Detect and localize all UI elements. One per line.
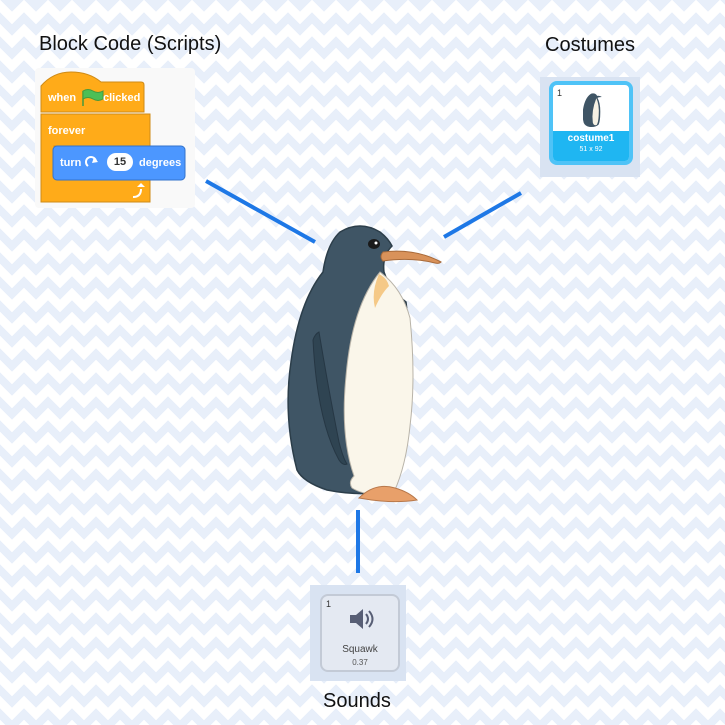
penguin-feet bbox=[357, 485, 419, 503]
sound-duration: 0.37 bbox=[352, 658, 368, 667]
forever-text: forever bbox=[48, 125, 86, 137]
degrees-text: degrees bbox=[139, 157, 182, 169]
penguin-sprite[interactable] bbox=[285, 222, 450, 507]
costume-size: 51 x 92 bbox=[579, 146, 603, 153]
connector-to-costumes bbox=[443, 191, 522, 239]
green-flag-icon bbox=[82, 89, 104, 106]
hat-when-text: when bbox=[48, 92, 77, 104]
penguin-beak bbox=[380, 250, 442, 264]
penguin-eye bbox=[368, 239, 380, 249]
turn-degrees-input[interactable]: 15 bbox=[107, 153, 133, 171]
sound-name: Squawk bbox=[342, 644, 378, 655]
costumes-label: Costumes bbox=[545, 34, 636, 56]
hat-clicked-text: clicked bbox=[103, 92, 141, 104]
connector-to-scripts bbox=[205, 179, 316, 244]
costume-name: costume1 bbox=[567, 133, 615, 144]
rotate-right-icon bbox=[85, 156, 98, 167]
turn-text: turn bbox=[60, 157, 82, 169]
penguin-flipper bbox=[312, 331, 348, 465]
costume-thumbnail bbox=[583, 93, 602, 128]
costume-index: 1 bbox=[557, 88, 563, 98]
loop-arrow-icon bbox=[132, 183, 145, 198]
sound-index: 1 bbox=[326, 599, 332, 609]
speaker-icon bbox=[350, 609, 374, 629]
sounds-label: Sounds bbox=[323, 690, 391, 712]
block-code-label: Block Code (Scripts) bbox=[39, 33, 222, 55]
costume-card[interactable]: 1 costume1 51 x 92 bbox=[549, 81, 633, 165]
costume-name-bar: costume1 51 x 92 bbox=[553, 131, 629, 161]
penguin-neck-patch bbox=[373, 274, 389, 308]
sound-card[interactable]: 1 Squawk 0.37 bbox=[320, 594, 400, 672]
